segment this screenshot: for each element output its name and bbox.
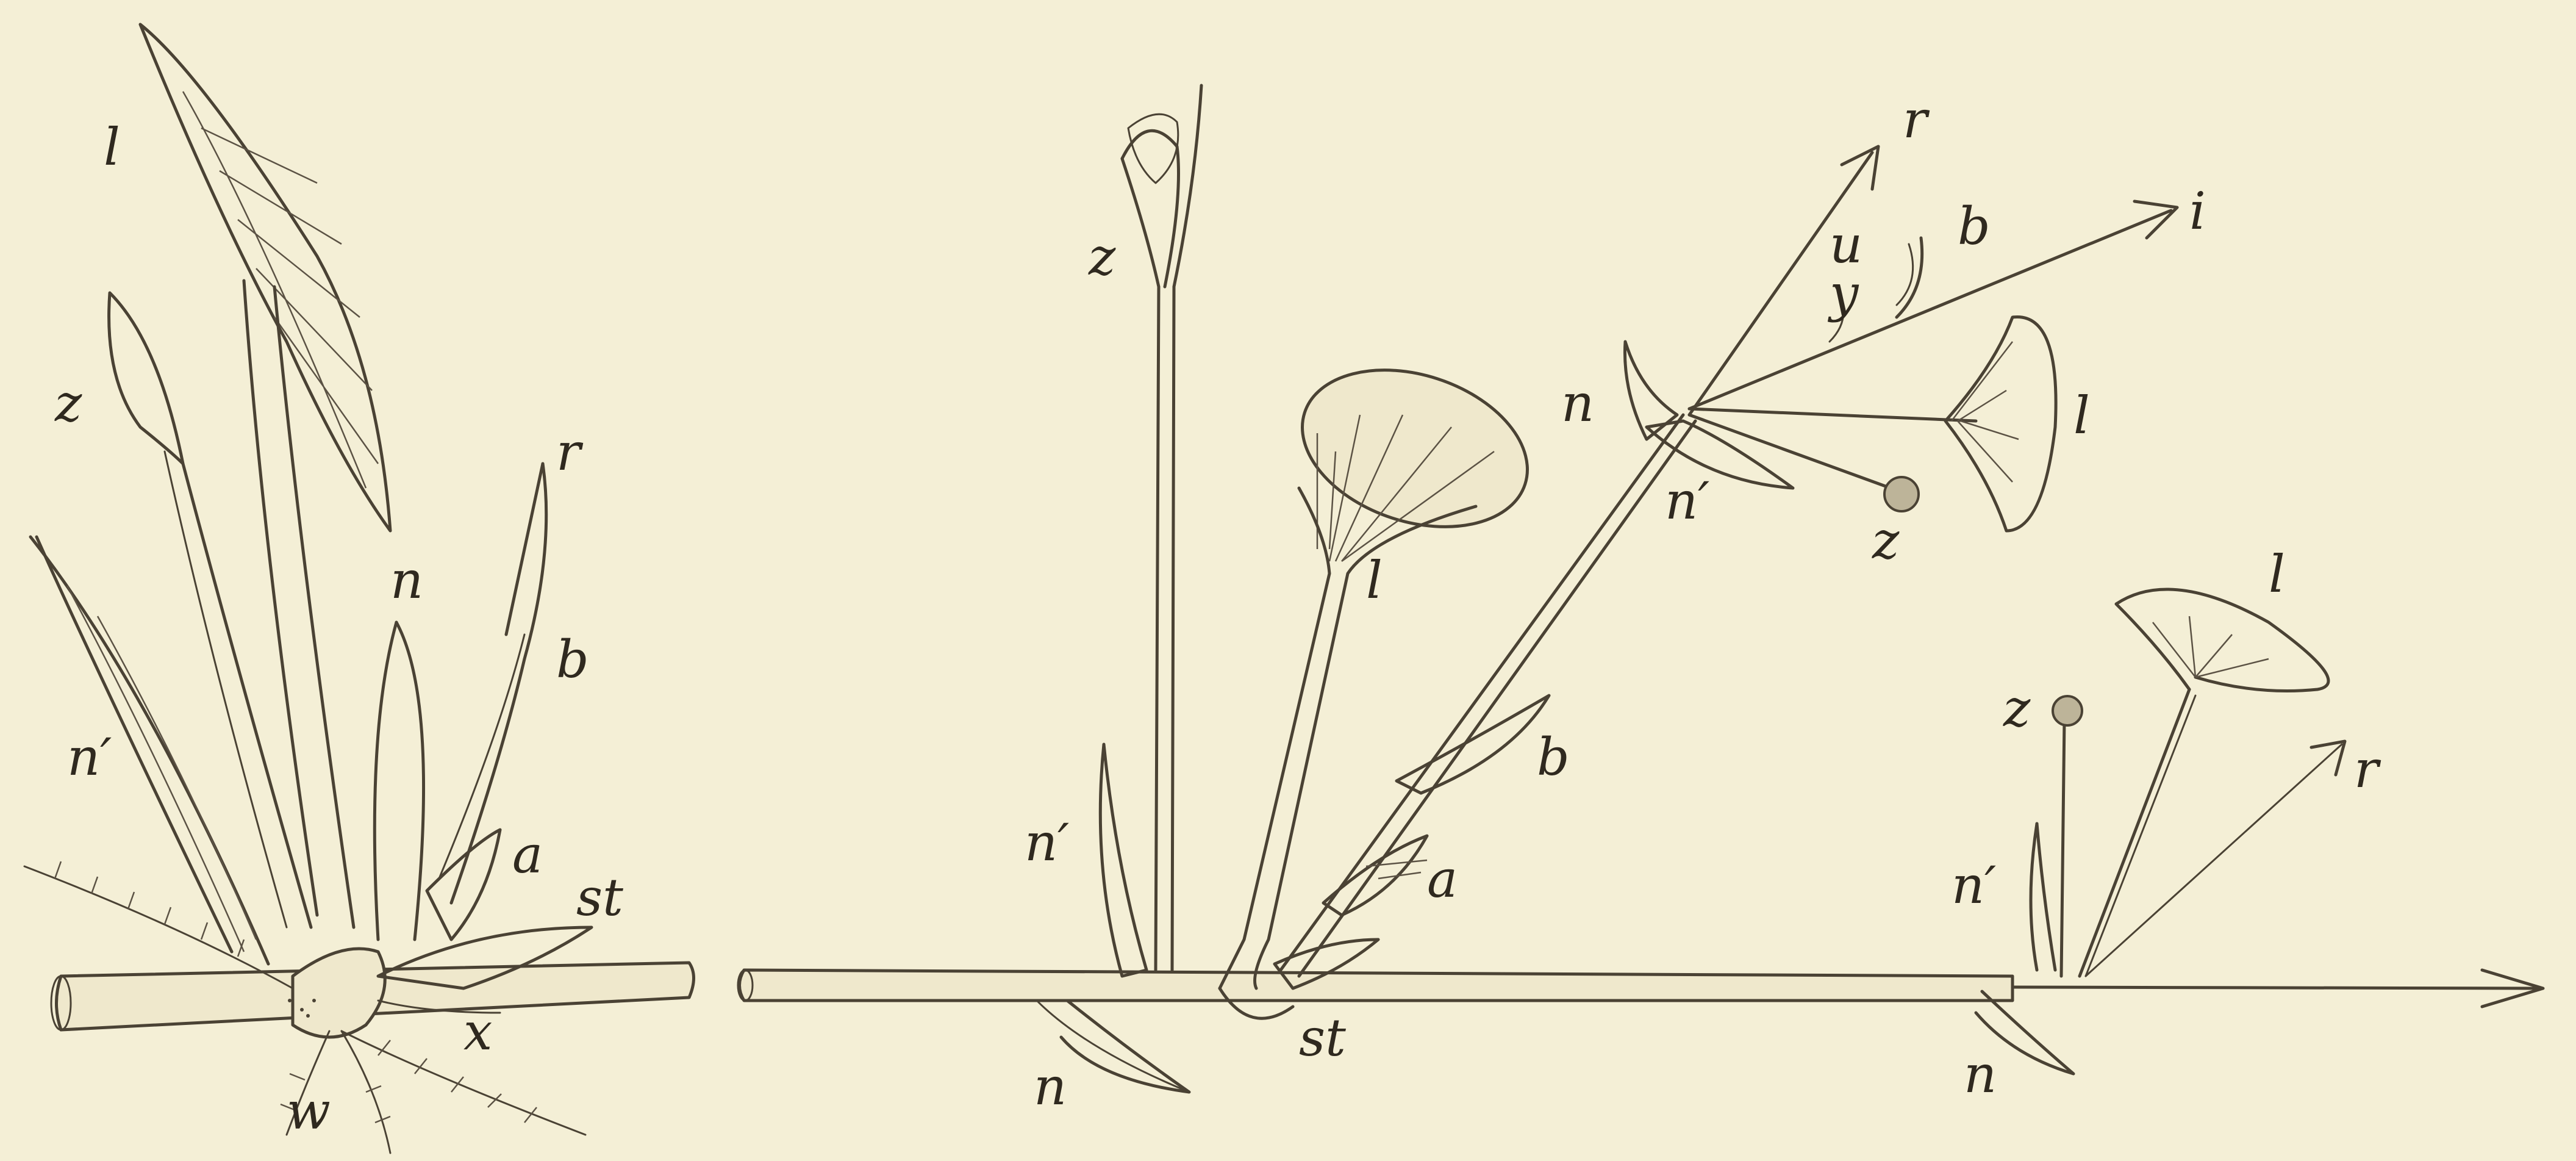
fig1-label-b: b	[556, 630, 589, 689]
fig3-label-b: b	[1958, 196, 1991, 256]
fig2-label-l: l	[1366, 550, 1383, 610]
fig1-label-n-prime: n′	[67, 727, 112, 787]
fig1-label-x: x	[463, 1002, 492, 1062]
fig4-label-l: l	[2269, 544, 2285, 604]
main-axis	[738, 970, 2543, 1007]
fig4-label-n-prime: n′	[1952, 855, 1996, 915]
fig1-label-st: st	[576, 868, 623, 927]
fig3-label-r: r	[1903, 90, 1930, 149]
fig3-label-i: i	[2189, 181, 2206, 241]
fig2-label-b: b	[1537, 727, 1570, 787]
fig3-label-n: n	[1561, 373, 1594, 433]
fig1-label-n: n	[390, 550, 423, 610]
fig4-label-n: n	[1964, 1044, 1997, 1104]
fig1-plant-drawing	[24, 24, 694, 1153]
fig1-label-l: l	[104, 117, 120, 177]
fig1-label-w: w	[287, 1081, 331, 1141]
fig2-label-a: a	[1427, 849, 1458, 909]
fig2-label-n: n	[1034, 1057, 1067, 1116]
fig3-label-l: l	[2073, 386, 2090, 445]
fig4-drawing	[1976, 589, 2345, 1074]
fig4-label-r: r	[2354, 739, 2381, 799]
fig3-label-z: z	[1872, 511, 1900, 570]
fig3-label-y: y	[1827, 264, 1859, 323]
fig2-label-st: st	[1299, 1008, 1346, 1068]
fig4-label-z: z	[2003, 678, 2031, 738]
fig1-label-r: r	[556, 422, 584, 482]
fig1-label-z: z	[54, 373, 82, 433]
fig3-label-n-prime: n′	[1665, 471, 1709, 531]
fig1-label-a: a	[512, 825, 543, 885]
fig2-label-n-prime: n′	[1025, 813, 1069, 872]
fig2-label-z: z	[1088, 227, 1116, 287]
